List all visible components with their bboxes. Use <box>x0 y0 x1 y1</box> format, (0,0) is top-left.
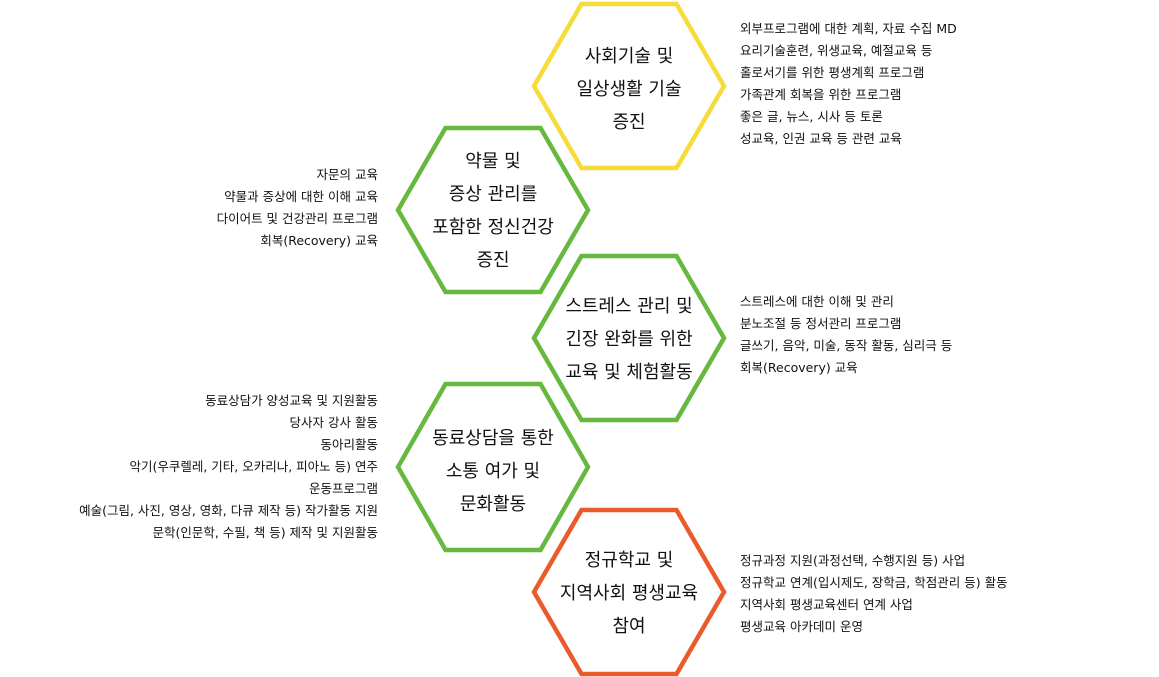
hexagon-title-peer: 동료상담을 통한 소통 여가 및 문화활동 <box>398 422 588 521</box>
hexagon-peer <box>395 381 591 553</box>
list-item: 요리기술훈련, 위생교육, 예절교육 등 <box>740 43 933 58</box>
list-item: 회복(Recovery) 교육 <box>260 233 378 248</box>
hexagon-title-line: 스트레스 관리 및 <box>565 296 693 317</box>
description-list-stress: 스트레스에 대한 이해 및 관리 분노조절 등 정서관리 프로그램 글쓰기, 음… <box>740 291 952 379</box>
list-item: 평생교육 아카데미 운영 <box>740 619 863 634</box>
hexagon-title-line: 약물 및 <box>465 151 521 172</box>
hexagon-title-line: 정규학교 및 <box>584 550 674 571</box>
description-list-peer: 동료상담가 양성교육 및 지원활동 당사자 강사 활동 동아리활동 악기(우쿠렐… <box>79 390 378 544</box>
hexagon-title-medication: 약물 및 증상 관리를 포함한 정신건강 증진 <box>398 145 588 277</box>
list-item: 당사자 강사 활동 <box>289 415 378 430</box>
hexagon-title-line: 증진 <box>476 250 510 271</box>
hexagon-title-line: 문화활동 <box>459 494 527 515</box>
list-item: 다이어트 및 건강관리 프로그램 <box>216 211 378 226</box>
list-item: 성교육, 인권 교육 등 관련 교육 <box>740 131 902 146</box>
hexagon-title-line: 동료상담을 통한 <box>432 428 554 449</box>
hexagon-title-line: 증진 <box>612 112 646 133</box>
hexagon-title-line: 포함한 정신건강 <box>432 217 554 238</box>
list-item: 문학(인문학, 수필, 책 등) 제작 및 지원활동 <box>152 525 378 540</box>
hexagon-title-line: 증상 관리를 <box>448 184 538 205</box>
hexagon-title-line: 일상생활 기술 <box>576 79 682 100</box>
hexagon-school <box>531 507 727 677</box>
hexagon-title-line: 사회기술 및 <box>584 46 674 67</box>
list-item: 정규과정 지원(과정선택, 수행지원 등) 사업 <box>740 553 966 568</box>
hexagon-title-social: 사회기술 및 일상생활 기술 증진 <box>534 40 724 139</box>
description-list-medication: 자문의 교육 약물과 증상에 대한 이해 교육 다이어트 및 건강관리 프로그램… <box>217 164 378 252</box>
hexagon-medication <box>395 125 591 295</box>
hexagon-title-school: 정규학교 및 지역사회 평생교육 참여 <box>534 544 724 643</box>
list-item: 동아리활동 <box>320 437 378 452</box>
list-item: 동료상담가 양성교육 및 지원활동 <box>205 393 378 408</box>
list-item: 약물과 증상에 대한 이해 교육 <box>224 189 378 204</box>
hexagon-social <box>531 1 727 171</box>
description-list-school: 정규과정 지원(과정선택, 수행지원 등) 사업 정규학교 연계(입시제도, 장… <box>740 550 1008 638</box>
list-item: 스트레스에 대한 이해 및 관리 <box>740 294 894 309</box>
list-item: 글쓰기, 음악, 미술, 동작 활동, 심리극 등 <box>740 338 953 353</box>
list-item: 악기(우쿠렐레, 기타, 오카리나, 피아노 등) 연주 <box>129 459 378 474</box>
list-item: 지역사회 평생교육센터 연계 사업 <box>740 597 913 612</box>
hexagon-title-line: 지역사회 평생교육 <box>559 583 699 604</box>
list-item: 회복(Recovery) 교육 <box>740 360 858 375</box>
list-item: 홀로서기를 위한 평생계획 프로그램 <box>740 65 925 80</box>
hexagon-title-line: 교육 및 체험활동 <box>565 362 693 383</box>
hexagon-title-line: 소통 여가 및 <box>445 461 541 482</box>
list-item: 자문의 교육 <box>316 167 378 182</box>
list-item: 좋은 글, 뉴스, 시사 등 토론 <box>740 109 883 124</box>
hexagon-stress <box>531 253 727 423</box>
hexagon-title-line: 긴장 완화를 위한 <box>565 329 693 350</box>
hexagon-title-stress: 스트레스 관리 및 긴장 완화를 위한 교육 및 체험활동 <box>534 290 724 389</box>
description-list-social: 외부프로그램에 대한 계획, 자료 수집 MD 요리기술훈련, 위생교육, 예절… <box>740 18 957 150</box>
hexagon-title-line: 참여 <box>612 616 646 637</box>
list-item: 운동프로그램 <box>308 481 378 496</box>
list-item: 정규학교 연계(입시제도, 장학금, 학점관리 등) 활동 <box>740 575 1008 590</box>
list-item: 가족관계 회복을 위한 프로그램 <box>740 87 902 102</box>
list-item: 외부프로그램에 대한 계획, 자료 수집 MD <box>740 21 957 36</box>
list-item: 예술(그림, 사진, 영상, 영화, 다큐 제작 등) 작가활동 지원 <box>79 503 378 518</box>
list-item: 분노조절 등 정서관리 프로그램 <box>740 316 902 331</box>
